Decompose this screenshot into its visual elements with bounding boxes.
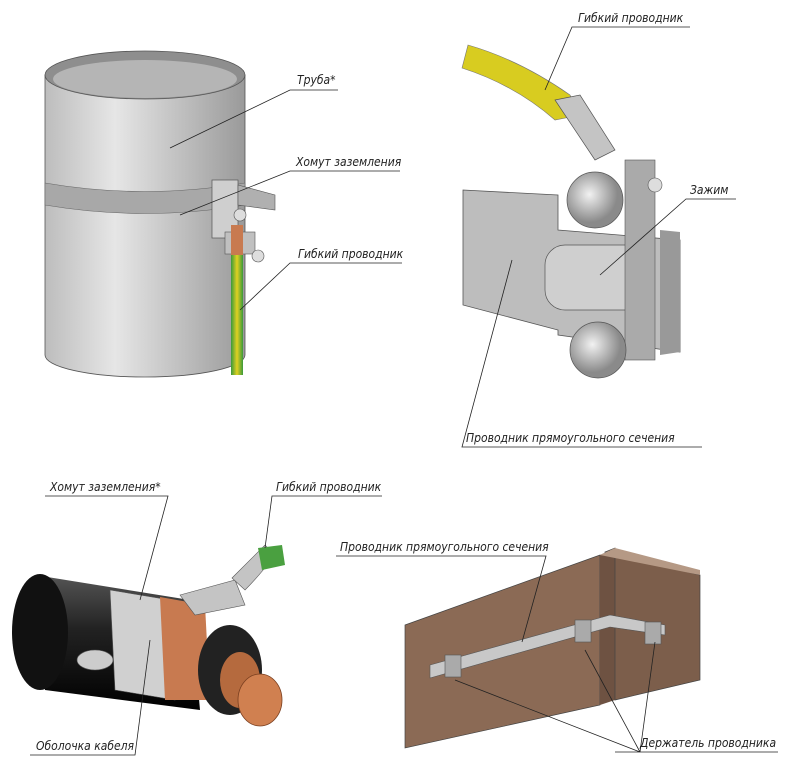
label-pipe-flex: Гибкий проводник [239,247,404,311]
svg-text:Оболочка кабеля: Оболочка кабеля [36,739,135,753]
label-wall-holder: Держатель проводника [454,641,778,753]
label-pipe: Труба* [169,73,338,149]
label-pipe-clamp: Хомут заземления [179,155,402,216]
bar-clamp-illustration [461,44,681,379]
svg-text:Зажим: Зажим [690,183,728,197]
label-cable-clamp: Хомут заземления* [45,480,169,601]
svg-text:Гибкий проводник: Гибкий проводник [276,480,382,494]
cable-illustration [12,544,285,727]
svg-text:Хомут заземления: Хомут заземления [295,155,402,169]
svg-text:Хомут заземления*: Хомут заземления* [49,480,161,494]
label-bar-flex: Гибкий проводник [544,11,690,91]
svg-text:Держатель проводника: Держатель проводника [639,736,776,750]
svg-text:Проводник прямоугольного сечен: Проводник прямоугольного сечения [340,540,549,554]
wall-illustration [404,547,701,749]
svg-text:Гибкий проводник: Гибкий проводник [578,11,684,25]
label-cable-sheath: Оболочка кабеля [30,639,151,756]
pipe-illustration [44,50,276,378]
label-cable-flex: Гибкий проводник [264,480,382,549]
label-bar-rect: Проводник прямоугольного сечения [461,259,702,448]
label-wall-rect: Проводник прямоугольного сечения [336,540,549,643]
label-bar-clamp: Зажим [599,183,736,276]
svg-text:Гибкий проводник: Гибкий проводник [298,247,404,261]
svg-text:Труба*: Труба* [297,73,336,87]
svg-text:Проводник прямоугольного сечен: Проводник прямоугольного сечения [466,431,675,445]
